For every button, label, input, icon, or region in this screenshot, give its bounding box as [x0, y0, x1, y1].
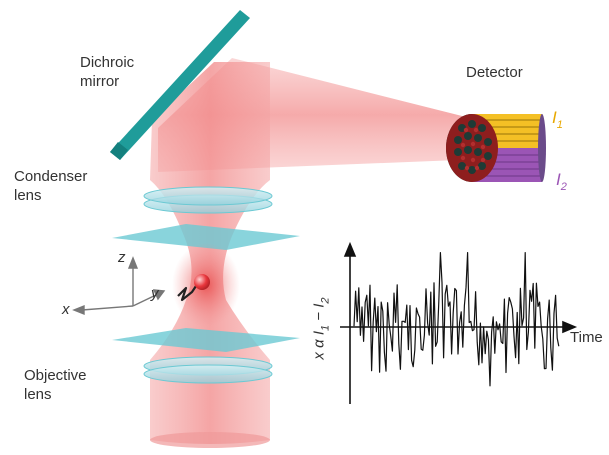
label-dichroic-mirror: Dichroic mirror — [80, 53, 134, 91]
bottom-coverslip — [112, 328, 300, 352]
label-objective-lens: Objective lens — [24, 366, 87, 404]
top-coverslip — [112, 224, 300, 250]
intensity-i2-label: I2 — [556, 170, 567, 193]
axis-x-label: x — [62, 301, 70, 318]
label-detector: Detector — [466, 64, 523, 81]
objective-line1: Objective — [24, 367, 87, 384]
label-condenser-lens: Condenser lens — [14, 167, 87, 205]
dichroic-mirror — [110, 10, 250, 160]
detector-bundle — [446, 114, 546, 182]
axis-z-label: z — [118, 249, 126, 266]
condenser-lens-upper — [143, 186, 273, 206]
dichroic-line1: Dichroic — [80, 54, 135, 71]
intensity-i1-label: I1 — [552, 108, 563, 131]
condenser-line1: Condenser — [14, 168, 88, 185]
trace-ylabel: x α I1 − I2 — [310, 297, 332, 360]
beam-bottom-rim — [150, 432, 270, 448]
condenser-line2: lens — [14, 187, 42, 204]
objective-lens-lower — [143, 364, 273, 384]
coordinate-axes — [72, 256, 166, 316]
dna-tether — [177, 285, 197, 302]
position-trace — [353, 252, 560, 387]
dichroic-mirror-edge — [110, 142, 128, 160]
dichroic-line2: mirror — [80, 73, 120, 90]
label-time: Time — [570, 329, 603, 346]
axis-y-label: y — [151, 285, 159, 302]
trapped-bead — [194, 274, 210, 290]
objective-line2: lens — [24, 386, 52, 403]
